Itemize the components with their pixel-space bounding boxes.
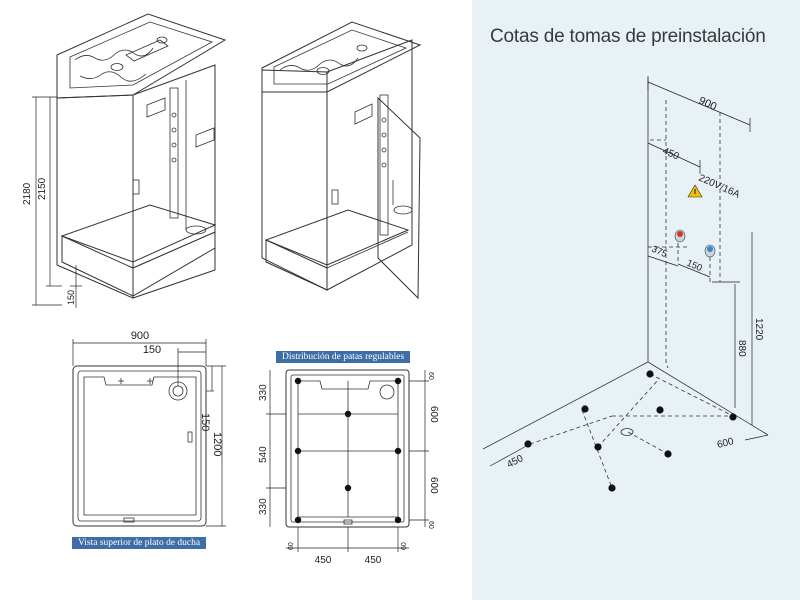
install-panel-background (472, 0, 800, 600)
page-title: Cotas de tomas de preinstalación (490, 26, 766, 47)
feet-left-3: 330 (258, 498, 269, 515)
dim-drain-x: 150 (143, 344, 161, 356)
dim-electric-x: 450 (661, 146, 681, 163)
feet-bottom-3: 450 (365, 555, 382, 566)
dim-tray-width: 900 (131, 330, 149, 342)
dim-drain-y: 150 (199, 413, 211, 431)
electric-label: 220V/16A (697, 173, 742, 201)
feet-bottom-4: 60 (401, 542, 408, 550)
feet-bottom-2: 450 (315, 555, 332, 566)
dim-tray-length: 1200 (211, 432, 223, 456)
electric-warning-icon (687, 184, 703, 198)
feet-dimensions: 330 540 330 60 600 600 60 60 450 450 60 (258, 370, 439, 566)
dim-base-height: 150 (66, 290, 76, 305)
caption-top-view: Vista superior de plato de ducha (72, 537, 207, 549)
installation-corner-view (482, 78, 769, 492)
feet-right-1: 60 (427, 372, 434, 380)
dim-total-height: 2180 (22, 182, 33, 205)
top-view-dimensions: 900 150 150 1200 (72, 330, 226, 527)
feet-left-1: 330 (258, 384, 269, 401)
dim-water-spacing: 150 (685, 258, 704, 274)
shower-tray-top-view (72, 365, 207, 527)
feet-bottom-1: 60 (288, 542, 295, 550)
feet-left-2: 540 (258, 446, 269, 463)
feet-right-2: 600 (428, 406, 439, 423)
dim-electric-height: 1220 (753, 318, 764, 341)
dim-water-height: 880 (736, 340, 747, 357)
cold-water-inlet-icon (704, 244, 716, 258)
cabin-closed-view (56, 13, 227, 299)
feet-right-4: 60 (427, 521, 434, 529)
dim-floor-y: 600 (716, 436, 735, 451)
hot-water-inlet-icon (674, 229, 686, 243)
feet-right-3: 600 (428, 477, 439, 494)
cabin-open-view (261, 21, 422, 300)
cabin-height-dimensions: 2180 2150 150 (22, 96, 82, 308)
dim-cabin-height: 2150 (37, 177, 48, 200)
caption-feet: Distribución de patas regulables (276, 351, 411, 363)
installation-dimensions: 900 450 220V/16A 375 150 880 1220 450 60… (489, 76, 769, 471)
feet-distribution-view (285, 369, 410, 528)
